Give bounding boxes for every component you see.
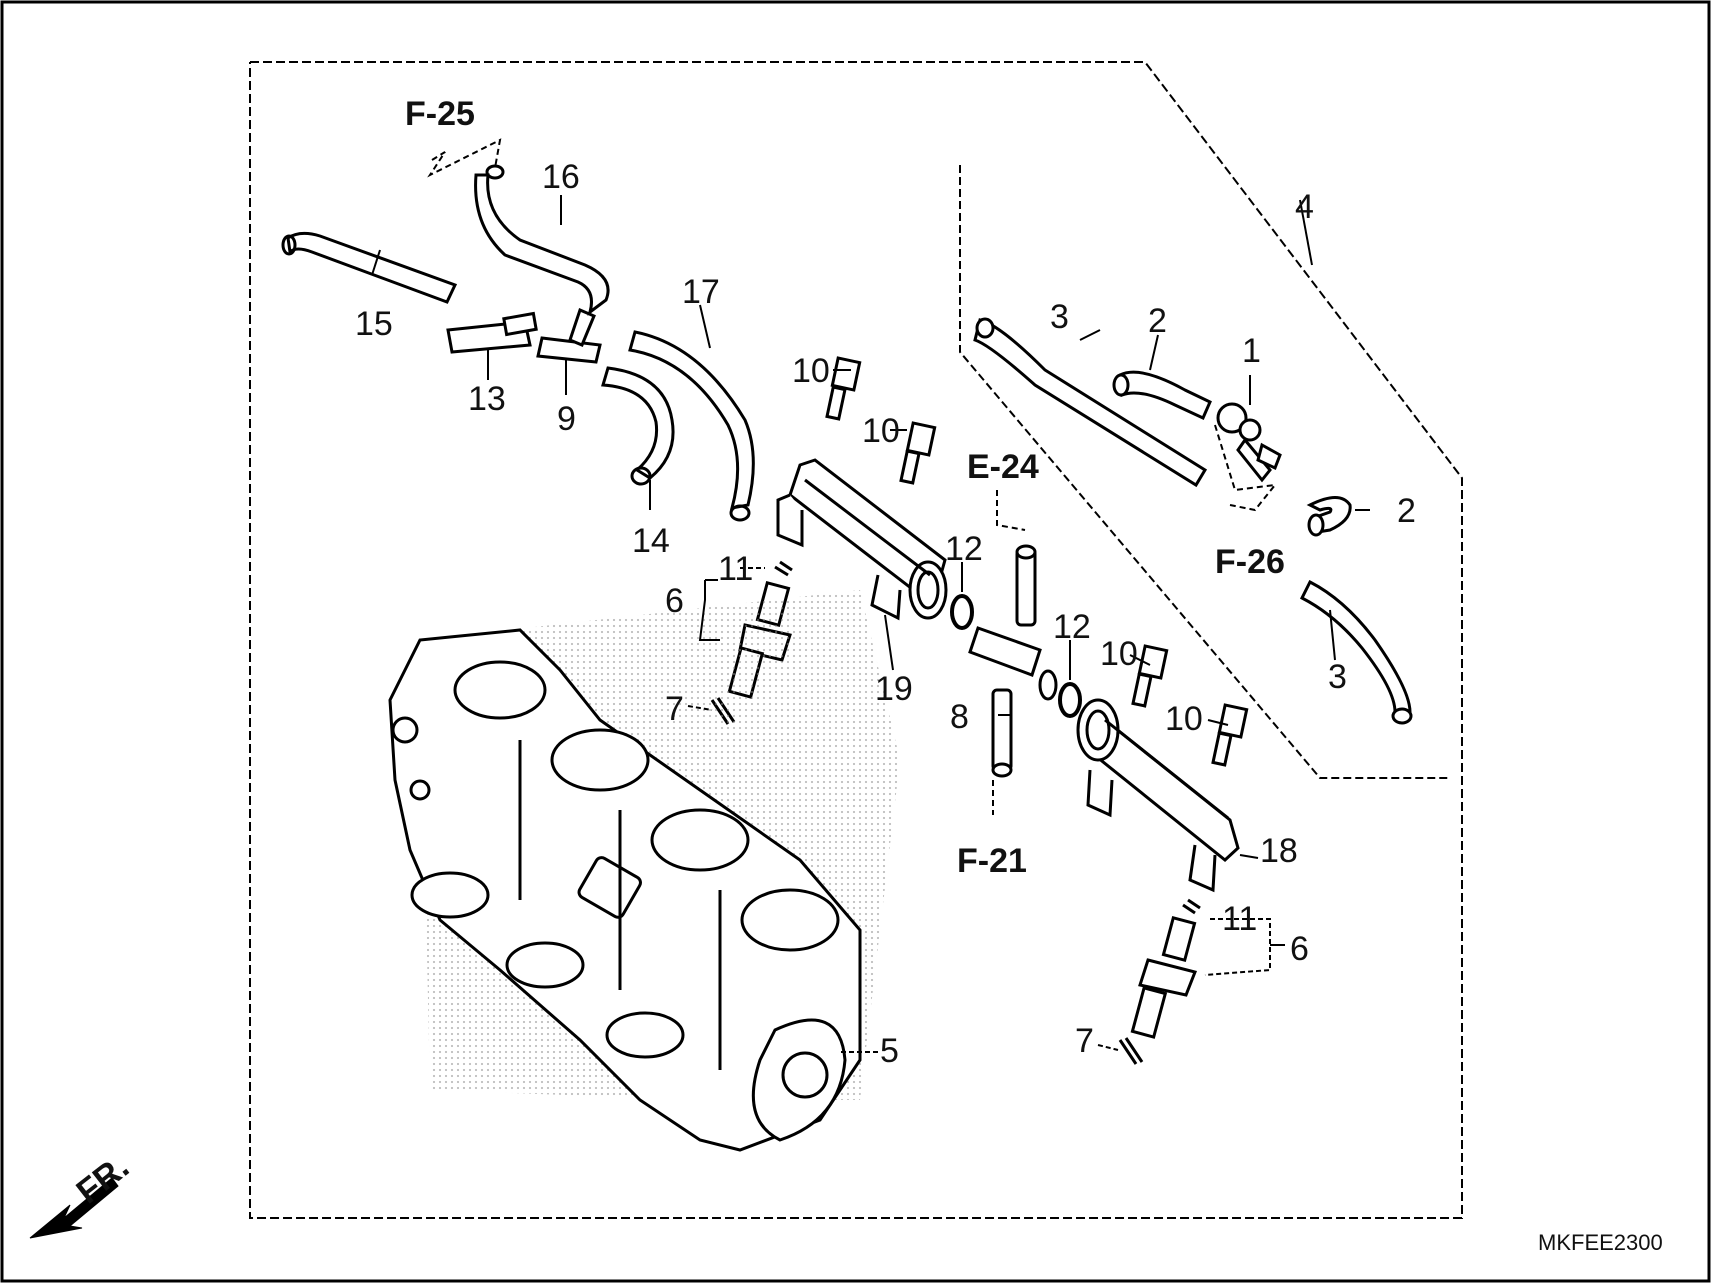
callout-4: 4 (1295, 188, 1314, 226)
injector-6-right (1130, 898, 1201, 1039)
front-label: FR. (70, 1148, 137, 1212)
bolt-10-d (1211, 703, 1249, 767)
labels: F-25 F-26 E-24 F-21 1 2 2 3 3 4 5 6 6 7 … (70, 95, 1663, 1255)
hose-17 (628, 330, 755, 522)
bolt-10-a (825, 356, 862, 421)
hose-3-lower (1299, 579, 1413, 725)
callout-18: 18 (1260, 832, 1298, 870)
callout-2b: 2 (1397, 492, 1416, 530)
ref-e24: E-24 (967, 448, 1039, 486)
callout-2a: 2 (1148, 302, 1167, 340)
callout-10d: 10 (1165, 700, 1203, 738)
hose-3-upper (973, 317, 1208, 488)
ref-f26: F-26 (1215, 543, 1285, 581)
callout-3a: 3 (1050, 298, 1069, 336)
o-ring-12-upper (950, 594, 974, 630)
callout-5: 5 (880, 1032, 899, 1070)
ref-f21: F-21 (957, 842, 1027, 880)
callout-13: 13 (468, 380, 506, 418)
callout-1: 1 (1242, 332, 1261, 370)
callout-11a: 11 (718, 550, 753, 588)
assembly-boundary (249, 61, 1463, 1219)
callout-10b: 10 (862, 412, 900, 450)
callout-12b: 12 (1053, 608, 1091, 646)
callout-6b: 6 (1290, 930, 1309, 968)
diagram-code: MKFEE2300 (1538, 1230, 1663, 1255)
callout-10a: 10 (792, 352, 830, 390)
callout-11b: 11 (1222, 900, 1257, 938)
bolt-10-b (899, 421, 937, 485)
fuel-rail-18 (1076, 698, 1240, 893)
front-arrow-icon (29, 1177, 119, 1239)
ref-f25: F-25 (405, 95, 475, 133)
o-ring-7-right (1118, 1037, 1144, 1065)
hose-2-lower (1306, 496, 1352, 537)
callout-3b: 3 (1328, 658, 1347, 696)
callout-10c: 10 (1100, 635, 1138, 673)
fuel-rail-19 (776, 458, 948, 621)
callout-15: 15 (355, 305, 393, 343)
callout-7a: 7 (665, 690, 684, 728)
throttle-body-5 (388, 590, 900, 1152)
hose-15 (281, 231, 458, 304)
hose-16 (474, 164, 610, 316)
callout-8: 8 (950, 698, 969, 736)
joint-13 (446, 311, 538, 354)
joint-9 (536, 307, 602, 364)
joint-8 (968, 544, 1058, 778)
joint-1 (1216, 402, 1282, 483)
callout-12a: 12 (945, 530, 983, 568)
callout-14: 14 (632, 522, 670, 560)
callout-19: 19 (875, 670, 913, 708)
o-ring-12-lower (1058, 682, 1082, 718)
callout-7b: 7 (1075, 1022, 1094, 1060)
hose-2-upper (1112, 370, 1212, 421)
callout-16: 16 (542, 158, 580, 196)
leader-lines (371, 138, 1370, 1053)
hose-14 (601, 366, 675, 486)
callout-17: 17 (682, 273, 720, 311)
hose-subassembly-boundary (959, 165, 1448, 779)
callout-9: 9 (557, 400, 576, 438)
bolt-10-c (1131, 644, 1169, 708)
callout-6a: 6 (665, 582, 684, 620)
